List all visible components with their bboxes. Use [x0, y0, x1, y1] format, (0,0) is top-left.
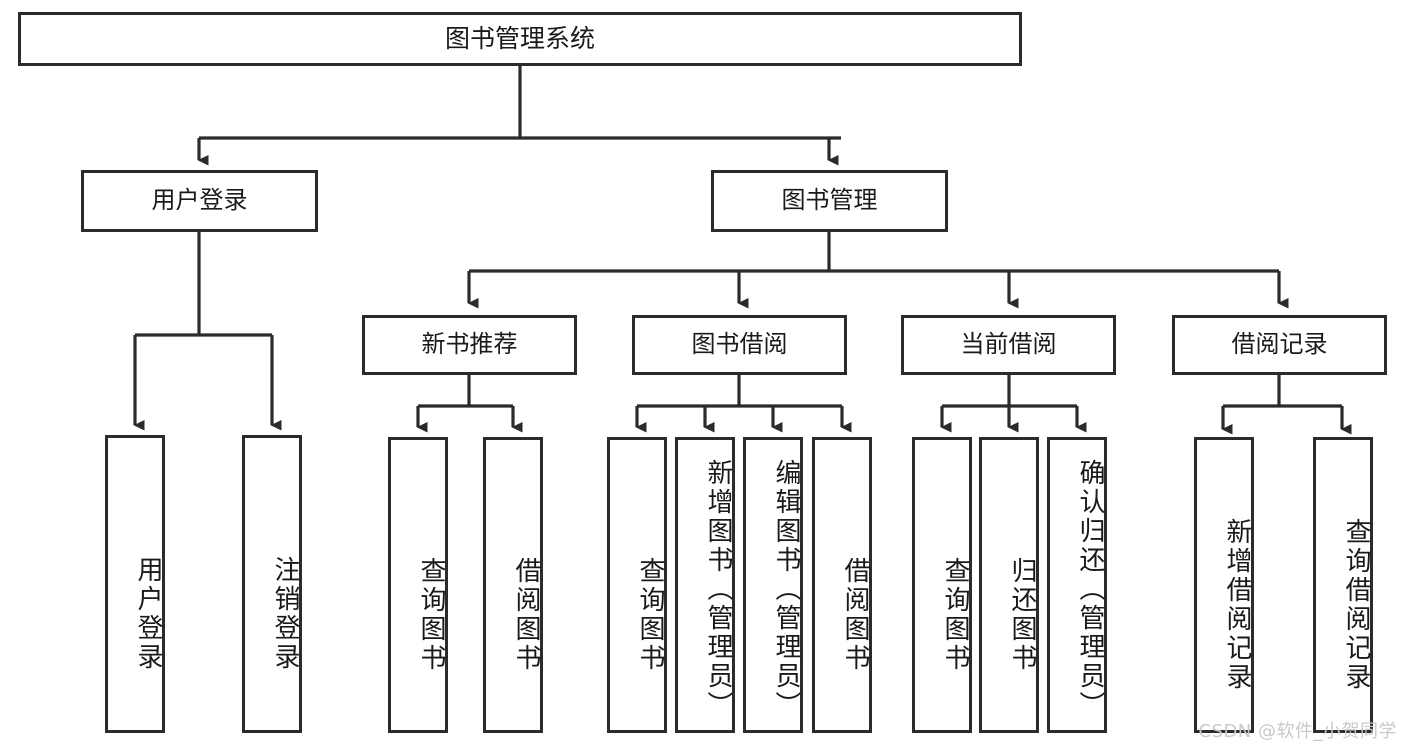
- leaf-label: 归还图书: [1007, 557, 1037, 673]
- leaf-label: 查询图书: [416, 557, 446, 673]
- leaf-label: 借阅图书: [511, 557, 541, 673]
- leaf-user-login-login[interactable]: 用户登录: [105, 435, 165, 733]
- node-book-management-label: 图书管理: [781, 186, 878, 215]
- node-book-borrow-label: 图书借阅: [691, 330, 788, 359]
- node-borrow-record[interactable]: 借阅记录: [1172, 315, 1387, 375]
- leaf-book-borrow-edit[interactable]: 编辑图书（管理员）: [743, 437, 803, 733]
- leaf-label: 借阅图书: [840, 557, 870, 673]
- node-borrow-record-label: 借阅记录: [1231, 330, 1328, 359]
- leaf-label: 确认归还（管理员）: [1075, 458, 1105, 720]
- leaf-new-book-borrow[interactable]: 借阅图书: [483, 437, 543, 733]
- leaf-label: 新增图书（管理员）: [703, 458, 733, 720]
- node-root-label: 图书管理系统: [444, 23, 595, 53]
- leaf-label: 查询借阅记录: [1341, 518, 1371, 692]
- leaf-new-book-query[interactable]: 查询图书: [388, 437, 448, 733]
- node-user-login[interactable]: 用户登录: [81, 170, 318, 232]
- leaf-borrow-record-query[interactable]: 查询借阅记录: [1313, 437, 1373, 733]
- node-user-login-label: 用户登录: [151, 186, 248, 215]
- leaf-label: 用户登录: [133, 556, 163, 672]
- leaf-current-borrow-confirm-return[interactable]: 确认归还（管理员）: [1047, 437, 1107, 733]
- watermark: CSDN @软件_小贺同学: [1198, 721, 1397, 742]
- leaf-label: 查询图书: [635, 557, 665, 673]
- leaf-label: 新增借阅记录: [1222, 518, 1252, 692]
- leaf-user-login-logout[interactable]: 注销登录: [242, 435, 302, 733]
- leaf-book-borrow-borrow[interactable]: 借阅图书: [812, 437, 872, 733]
- leaf-current-borrow-query[interactable]: 查询图书: [912, 437, 972, 733]
- leaf-current-borrow-return[interactable]: 归还图书: [979, 437, 1039, 733]
- leaf-book-borrow-add[interactable]: 新增图书（管理员）: [675, 437, 735, 733]
- leaf-label: 编辑图书（管理员）: [771, 458, 801, 720]
- node-new-book-recommend[interactable]: 新书推荐: [362, 315, 577, 375]
- node-current-borrow[interactable]: 当前借阅: [901, 315, 1116, 375]
- node-book-management[interactable]: 图书管理: [711, 170, 948, 232]
- node-current-borrow-label: 当前借阅: [960, 330, 1057, 359]
- leaf-book-borrow-query[interactable]: 查询图书: [607, 437, 667, 733]
- leaf-label: 查询图书: [940, 557, 970, 673]
- node-root[interactable]: 图书管理系统: [18, 12, 1022, 66]
- node-new-book-recommend-label: 新书推荐: [421, 330, 518, 359]
- leaf-borrow-record-add[interactable]: 新增借阅记录: [1194, 437, 1254, 733]
- node-book-borrow[interactable]: 图书借阅: [632, 315, 847, 375]
- leaf-label: 注销登录: [270, 556, 300, 672]
